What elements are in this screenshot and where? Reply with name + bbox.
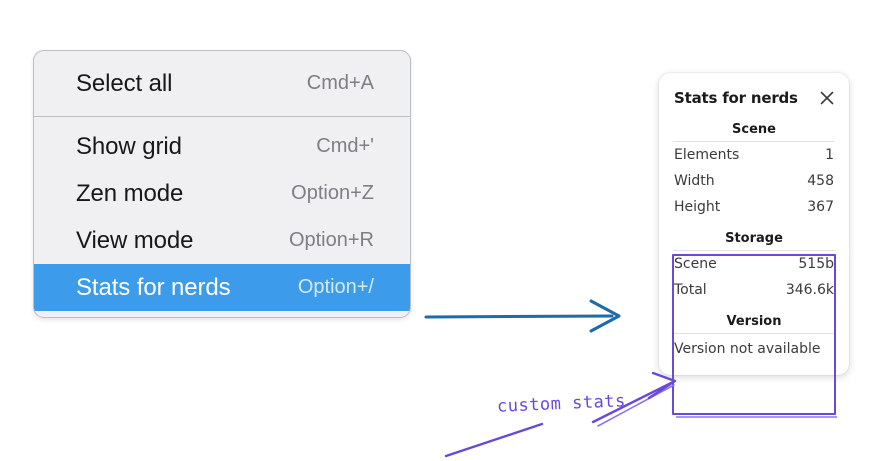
menu-item-show-grid[interactable]: Show grid Cmd+': [34, 123, 410, 170]
menu-item-shortcut: Cmd+': [316, 135, 374, 157]
context-menu: Select all Cmd+A Show grid Cmd+' Zen mod…: [33, 50, 411, 318]
stat-row: Scene 515b: [659, 251, 849, 277]
stat-key: Height: [674, 199, 721, 215]
menu-item-zen-mode[interactable]: Zen mode Option+Z: [34, 170, 410, 217]
panel-header: Stats for nerds: [659, 85, 849, 111]
stat-value: 515b: [798, 256, 834, 272]
close-icon[interactable]: [818, 89, 836, 107]
menu-group-primary: Select all Cmd+A: [34, 51, 410, 116]
stat-value: 367: [807, 199, 834, 215]
menu-item-label: Zen mode: [76, 179, 184, 207]
purple-arrow-icon: [444, 371, 677, 458]
menu-item-select-all[interactable]: Select all Cmd+A: [34, 60, 410, 107]
stat-key: Width: [674, 173, 715, 189]
menu-item-shortcut: Option+/: [297, 276, 374, 298]
stat-value: 346.6k: [785, 282, 834, 298]
panel-title: Stats for nerds: [674, 89, 798, 107]
menu-item-label: Show grid: [76, 132, 182, 160]
stats-section-storage: Storage Scene 515b Total 346.6k: [659, 220, 849, 303]
menu-group-secondary: Show grid Cmd+' Zen mode Option+Z View m…: [34, 117, 410, 317]
menu-item-label: Select all: [76, 69, 173, 97]
menu-item-shortcut: Option+R: [288, 229, 374, 251]
stats-section-version: Version Version not available: [659, 303, 849, 361]
menu-item-label: View mode: [76, 226, 194, 254]
section-title: Scene: [732, 122, 776, 137]
stats-for-nerds-panel: Stats for nerds Scene Elements 1 Width 4…: [659, 73, 849, 418]
stat-key: Elements: [674, 147, 740, 163]
menu-item-label: Stats for nerds: [76, 273, 231, 301]
stat-row: Elements 1: [659, 142, 849, 168]
stat-value: 1: [825, 147, 834, 163]
stat-key: Scene: [674, 256, 717, 272]
menu-item-shortcut: Cmd+A: [306, 72, 374, 94]
section-divider: [673, 250, 835, 251]
version-text: Version not available: [674, 341, 821, 357]
stat-row: Width 458: [659, 168, 849, 194]
menu-item-stats-for-nerds[interactable]: Stats for nerds Option+/: [34, 264, 410, 311]
stat-row: Height 367: [659, 194, 849, 220]
stat-value: 458: [807, 173, 834, 189]
section-title: Version: [726, 314, 782, 329]
menu-item-shortcut: Option+Z: [291, 182, 374, 204]
stat-key: Total: [674, 282, 707, 298]
section-divider: [673, 141, 835, 142]
section-divider: [673, 333, 835, 334]
menu-item-view-mode[interactable]: View mode Option+R: [34, 217, 410, 264]
menu-divider: [34, 116, 410, 117]
blue-arrow-icon: [424, 299, 621, 333]
stat-row: Total 346.6k: [659, 277, 849, 303]
stats-section-scene: Scene Elements 1 Width 458 Height 367: [659, 111, 849, 220]
section-title: Storage: [725, 231, 783, 246]
